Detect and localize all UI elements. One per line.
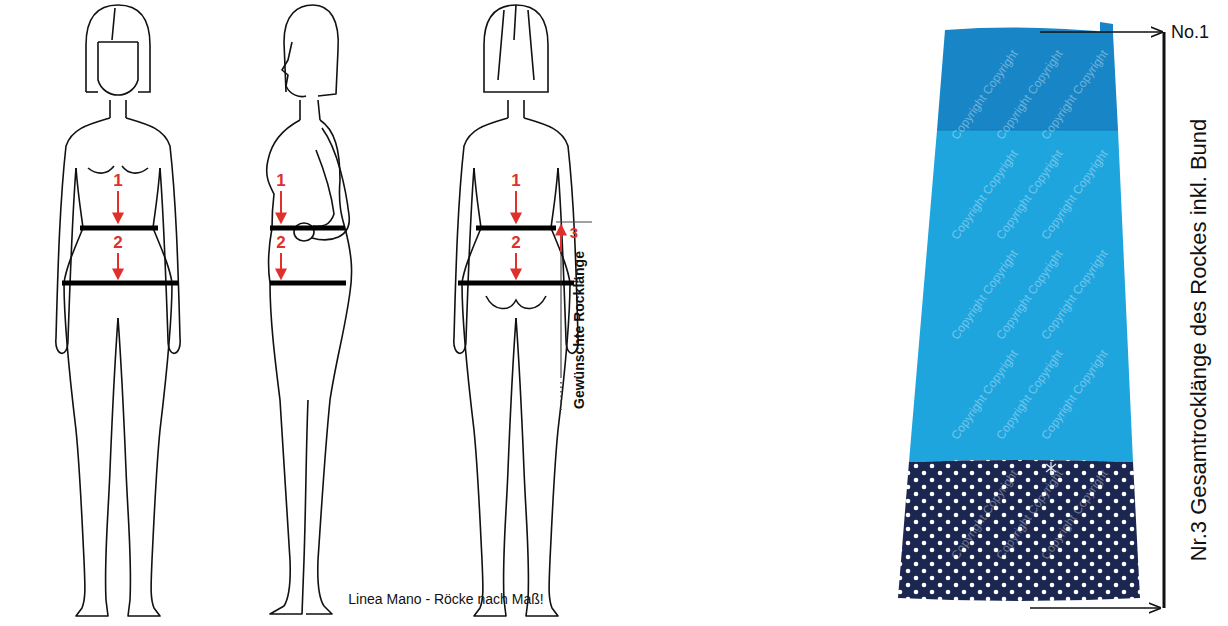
drawing-stroke <box>476 226 556 231</box>
drawing-stroke <box>486 296 546 309</box>
length-line <box>561 252 562 378</box>
measure-label-box: Nr.3 Gesamtrocklänge des Rockes inkl. Bu… <box>1187 119 1211 562</box>
drawing-stroke <box>458 281 574 286</box>
drawing-stroke <box>280 191 282 222</box>
drawing-stroke <box>98 42 138 95</box>
drawing-stroke <box>267 120 308 614</box>
side-figure <box>267 5 352 614</box>
front-figure <box>56 5 180 616</box>
callout-number: 1 <box>276 171 285 190</box>
drawing-stroke <box>112 8 115 40</box>
callout-number: 2 <box>511 233 520 252</box>
dotted-line <box>560 382 562 410</box>
measure-label: Nr.3 Gesamtrocklänge des Rockes inkl. Bu… <box>1186 119 1211 562</box>
drawing-stroke <box>86 5 150 173</box>
drawing-stroke <box>56 100 180 616</box>
drawing-stroke <box>484 5 548 92</box>
drawing-stroke <box>312 128 349 240</box>
skirt <box>898 22 1140 601</box>
callout-number-box: 2 <box>511 234 520 253</box>
callout-number-box: 3 <box>570 225 578 242</box>
callout-number: 1 <box>113 171 122 190</box>
drawing-stroke <box>86 91 98 93</box>
callout-number-box: 1 <box>113 172 122 191</box>
drawing-stroke <box>1163 32 1166 608</box>
drawing-stroke <box>484 5 548 309</box>
drawing-stroke <box>270 226 345 231</box>
drawing-stroke <box>1040 31 1162 32</box>
dimension-line <box>1030 32 1164 608</box>
measure-label: No.1 <box>1171 22 1209 42</box>
length-label: Gewünschte Rocklänge <box>571 251 587 409</box>
callout-number: 1 <box>511 171 520 190</box>
drawing-stroke <box>909 130 1133 462</box>
drawing-stroke <box>306 120 352 614</box>
red-arrow <box>118 191 561 278</box>
drawing-stroke <box>898 460 1140 601</box>
drawing-stroke <box>300 100 320 120</box>
callout-number: 3 <box>570 224 578 241</box>
drawing-stroke <box>515 191 517 222</box>
drawing-stroke <box>80 226 158 231</box>
drawing-stroke <box>515 253 517 278</box>
caption-box: Linea Mano - Röcke nach Maß! <box>348 592 543 607</box>
drawing-stroke <box>282 42 306 97</box>
drawing-stroke <box>117 191 119 222</box>
callout-number-box: 2 <box>113 234 122 253</box>
callout-number-box: 2 <box>276 234 285 253</box>
callout-number-box: 1 <box>276 172 285 191</box>
measure-label-box: No.1 <box>1171 23 1209 43</box>
drawing-stroke <box>284 5 338 96</box>
drawing-stroke <box>280 253 282 278</box>
caption: Linea Mano - Röcke nach Maß! <box>348 591 543 607</box>
guide-line <box>556 222 592 223</box>
callout-number: 2 <box>113 233 122 252</box>
callout-number-box: 1 <box>511 172 520 191</box>
drawing-stroke <box>498 5 534 80</box>
drawing-stroke <box>117 253 119 278</box>
drawing-stroke <box>86 5 150 92</box>
length-label-box: Gewünschte Rocklänge <box>572 251 587 409</box>
drawing-stroke <box>454 100 578 616</box>
back-figure <box>454 5 578 616</box>
drawing-stroke <box>62 281 178 286</box>
drawing-stroke <box>560 226 562 252</box>
drawing-stroke <box>1030 607 1160 608</box>
drawing-stroke <box>313 150 334 226</box>
drawing-stroke <box>270 281 346 286</box>
measure-bar <box>62 228 574 283</box>
callout-number: 2 <box>276 233 285 252</box>
